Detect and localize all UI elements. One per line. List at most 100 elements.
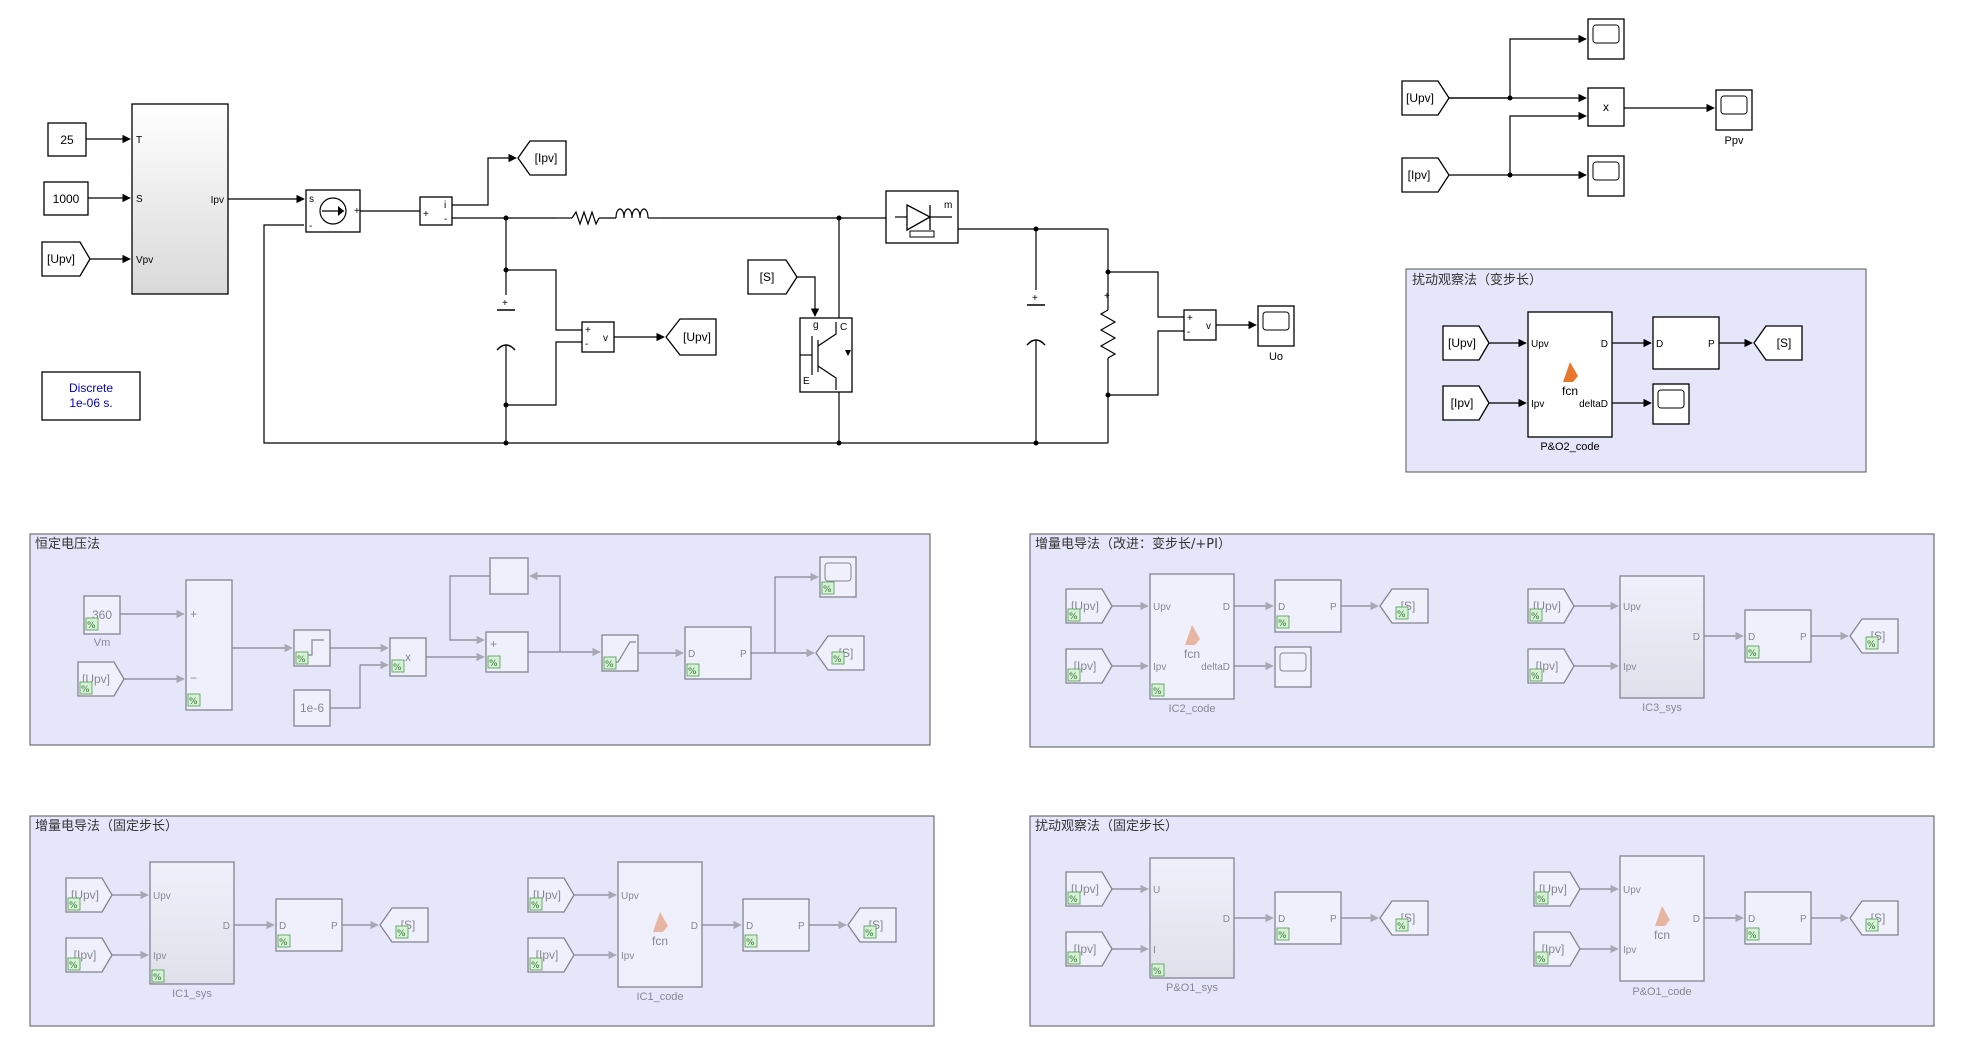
svg-text:%: % (1069, 895, 1078, 905)
svg-text:%: % (1069, 672, 1078, 682)
svg-text:v: v (1206, 321, 1211, 332)
po2-from-upv: [Upv] (1448, 336, 1476, 350)
po1-d-port: D (1278, 914, 1285, 925)
area-po1[interactable]: 扰动观察法（固定步长） [Upv] [Ipv] U I D P&O1_sys D… (1029, 815, 1935, 1027)
voltage-measurement-upv[interactable]: + - v (581, 321, 615, 353)
area-cv-title: 恒定电压法 (35, 537, 100, 552)
ic2-fcn-upv: Upv (1153, 602, 1171, 613)
ic1c-p-port: P (798, 921, 805, 932)
controlled-current-source[interactable]: s - + (305, 189, 361, 233)
svg-text:%: % (1531, 612, 1540, 622)
current-measurement[interactable]: i + - (419, 196, 453, 226)
svg-text:%: % (153, 973, 162, 983)
area-ic2[interactable]: 增量电导法（改进：变步长/+PI） [Upv] [Ipv] Upv Ipv D … (1029, 533, 1935, 748)
pv-port-vpv: Vpv (136, 255, 153, 266)
voltage-measurement-uo[interactable]: + - v (1183, 309, 1217, 341)
scope-upv[interactable] (1587, 18, 1625, 60)
load-resistor[interactable]: + (1099, 229, 1117, 443)
power-from-ipv-label: [Ipv] (1408, 168, 1431, 182)
po1-p-port: P (1330, 914, 1337, 925)
ic1-p-port: P (331, 921, 338, 932)
area-po2-title: 扰动观察法（变步长） (1412, 272, 1542, 288)
svg-text:%: % (688, 667, 697, 677)
po2-p-port: P (1708, 339, 1715, 350)
volt-v-port: v (603, 333, 608, 344)
svg-text:%: % (393, 663, 402, 673)
ic1-b2-name: IC1_code (636, 991, 683, 1003)
svg-text:C: C (840, 322, 847, 333)
svg-text:+: + (1032, 293, 1038, 304)
powergui-block[interactable]: Discrete 1e-06 s. (41, 371, 141, 421)
matlab-function-icon (1563, 362, 1578, 382)
ic3-upv: Upv (1623, 602, 1641, 613)
svg-text:-: - (309, 221, 312, 232)
powergui-line1: Discrete (69, 381, 113, 395)
svg-text:%: % (81, 685, 90, 695)
from-upv-pv-input[interactable]: [Upv] (41, 241, 91, 277)
po2-fcn-deltad: deltaD (1579, 399, 1608, 410)
ic2-fcn-d: D (1223, 602, 1230, 613)
const-irradiance-block[interactable]: 1000 (43, 181, 89, 216)
po2-d-port: D (1656, 339, 1663, 350)
svg-text:%: % (746, 938, 755, 948)
cv-mult-symbol: x (405, 650, 411, 664)
po1c-d-port: D (1748, 914, 1755, 925)
ic1-b1-name: IC1_sys (172, 988, 212, 1000)
area-ic1[interactable]: 增量电导法（固定步长） [Upv] [Ipv] Upv Ipv D IC1_sy… (29, 815, 935, 1027)
comment-badges: % % % % % % % % % % % % % % % % % % % % … (67, 581, 1879, 983)
po2-fcn-label: fcn (1562, 384, 1578, 398)
inductor[interactable] (556, 208, 662, 226)
svg-text:%: % (69, 961, 78, 971)
output-capacitor[interactable]: + (1026, 229, 1046, 443)
po1c-fcn-label: fcn (1654, 928, 1670, 942)
goto-ipv[interactable]: [Ipv] (517, 140, 567, 176)
power-from-upv-label: [Upv] (1406, 91, 1434, 105)
svg-text:%: % (605, 660, 614, 670)
area-ic2-title: 增量电导法（改进：变步长/+PI） (1035, 536, 1231, 552)
ic1c-upv: Upv (621, 891, 639, 902)
power-from-upv[interactable]: [Upv] (1401, 80, 1450, 116)
diode-m-port: m (944, 200, 952, 211)
const-irradiance-value: 1000 (53, 192, 80, 206)
pv-array-block[interactable]: T S Vpv Ipv (131, 103, 229, 295)
product-block[interactable]: x (1587, 87, 1625, 127)
diode-block[interactable]: m (885, 190, 959, 244)
input-capacitor[interactable]: + (496, 218, 516, 443)
power-from-ipv[interactable]: [Ipv] (1401, 157, 1450, 193)
area-cv[interactable]: 恒定电压法 360 Vm [Upv] + − 1e-6 x + (29, 533, 931, 746)
svg-text:-: - (1187, 327, 1190, 338)
po2-fcn-ipv: Ipv (1531, 399, 1544, 410)
ic3-d-port: D (1748, 632, 1755, 643)
svg-text:%: % (1537, 955, 1546, 965)
scope-ipv[interactable] (1587, 155, 1625, 197)
svg-text:+: + (1104, 291, 1110, 302)
igbt-diode-switch[interactable]: E C g (799, 317, 853, 393)
ic1c-ipv: Ipv (621, 951, 634, 962)
svg-text:%: % (1537, 895, 1546, 905)
svg-text:%: % (1069, 955, 1078, 965)
svg-text:%: % (1069, 612, 1078, 622)
svg-text:%: % (189, 697, 198, 707)
svg-text:%: % (297, 655, 306, 665)
svg-text:+: + (585, 325, 591, 336)
svg-text:s: s (309, 194, 314, 205)
svg-text:%: % (489, 659, 498, 669)
from-upv-label: [Upv] (47, 252, 75, 266)
svg-text:%: % (397, 929, 406, 939)
product-symbol: x (1603, 100, 1609, 114)
goto-upv[interactable]: [Upv] (665, 318, 717, 356)
svg-text:%: % (1397, 922, 1406, 932)
const-temperature-block[interactable]: 25 (47, 122, 87, 157)
ic1c-fcn-label: fcn (652, 934, 668, 948)
svg-text:%: % (69, 901, 78, 911)
scope-ppv[interactable]: Ppv (1715, 89, 1753, 147)
from-s-tag[interactable]: [S] (747, 259, 798, 295)
scope-uo[interactable]: Uo (1257, 305, 1295, 363)
po1c-p-port: P (1800, 914, 1807, 925)
ic2-d-port: D (1278, 602, 1285, 613)
area-po2[interactable]: 扰动观察法（变步长） [Upv] [Ipv] Upv Ipv D deltaD … (1405, 268, 1867, 473)
ic1-sys-d: D (223, 921, 230, 932)
ic2-fcn-deltad: deltaD (1201, 662, 1230, 673)
ic2-fcn-ipv: Ipv (1153, 662, 1166, 673)
